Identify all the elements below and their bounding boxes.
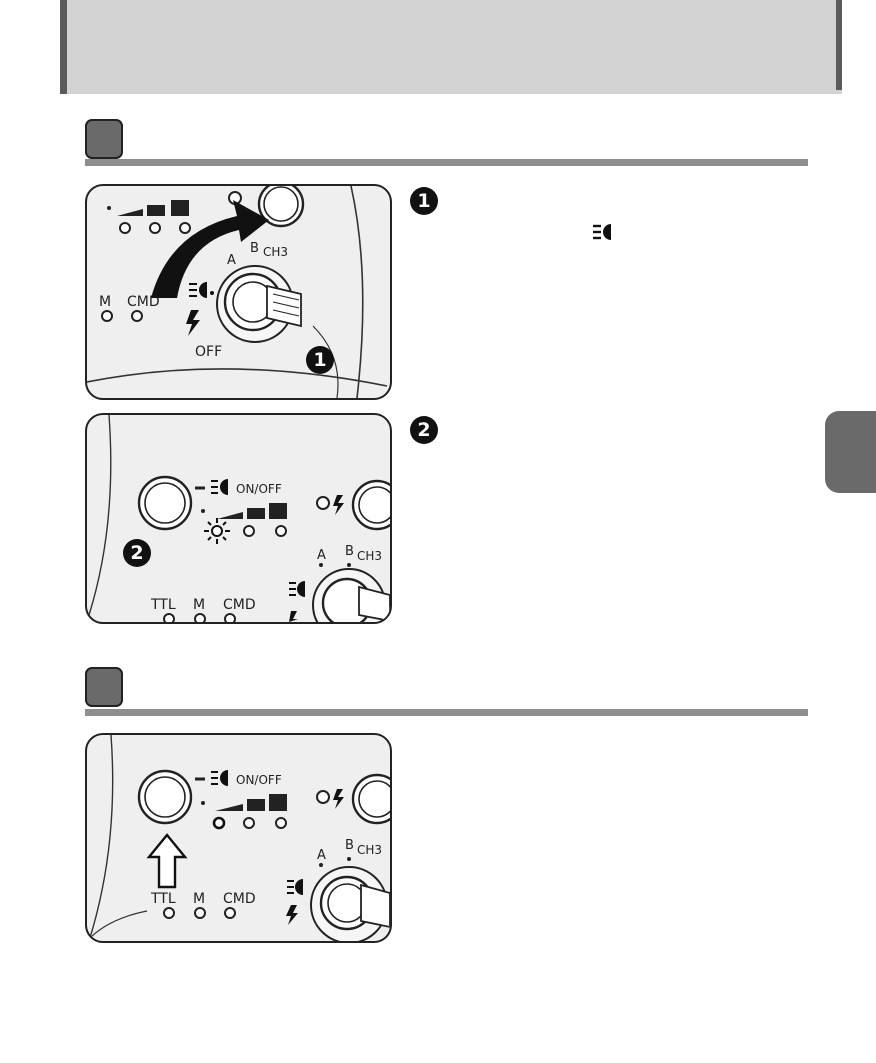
header-right-edge (836, 0, 842, 90)
mode-m-label: M (99, 294, 111, 310)
position-a-label: A (317, 548, 326, 563)
flash-icon (333, 789, 344, 809)
illustration-panel-2: ON/OFF A B CH3 (85, 413, 392, 624)
mode-cmd-label: CMD (223, 891, 256, 907)
panel-1-callout: 1 (306, 346, 334, 374)
position-a-label: A (227, 253, 236, 268)
position-b-label: B (345, 838, 354, 853)
chapter-side-tab (825, 411, 876, 493)
off-label: OFF (195, 344, 222, 360)
header-bar (60, 0, 842, 94)
illustration-panel-3: ON/OFF A B CH3 TTL M (85, 733, 392, 943)
channel-label: CH3 (357, 549, 382, 563)
mode-ttl-label: TTL (150, 597, 176, 613)
modeling-light-icon (287, 879, 303, 895)
position-b-label: B (250, 241, 259, 256)
section-rule-2 (85, 709, 808, 716)
modeling-light-icon (289, 581, 305, 597)
up-arrow-icon (146, 833, 188, 889)
section-rule-1 (85, 159, 808, 166)
on-off-label: ON/OFF (236, 773, 282, 787)
mode-m-label: M (193, 597, 205, 613)
modeling-light-icon (593, 224, 611, 240)
position-b-label: B (345, 544, 354, 559)
section-marker-2 (85, 667, 123, 707)
modeling-light-icon (189, 282, 214, 298)
on-off-label: ON/OFF (236, 482, 282, 496)
channel-label: CH3 (357, 843, 382, 857)
blinking-led-icon (204, 518, 230, 544)
modeling-light-icon (211, 479, 228, 495)
mode-m-label: M (193, 891, 205, 907)
step-number-2: 2 (410, 416, 438, 444)
position-a-label: A (317, 848, 326, 863)
mode-cmd-label: CMD (223, 597, 256, 613)
mode-ttl-label: TTL (150, 891, 176, 907)
channel-label: CH3 (263, 245, 288, 259)
flash-icon (186, 310, 200, 336)
panel-2-callout: 2 (123, 539, 151, 567)
modeling-light-icon (211, 770, 228, 786)
step-number-1: 1 (410, 187, 438, 215)
flash-icon (333, 495, 344, 515)
header-left-edge (60, 0, 67, 94)
illustration-panel-1: M CMD A B CH3 OFF 1 (85, 184, 392, 400)
flash-icon (286, 905, 298, 925)
section-marker-1 (85, 119, 123, 159)
curved-arrow-icon (151, 200, 269, 298)
